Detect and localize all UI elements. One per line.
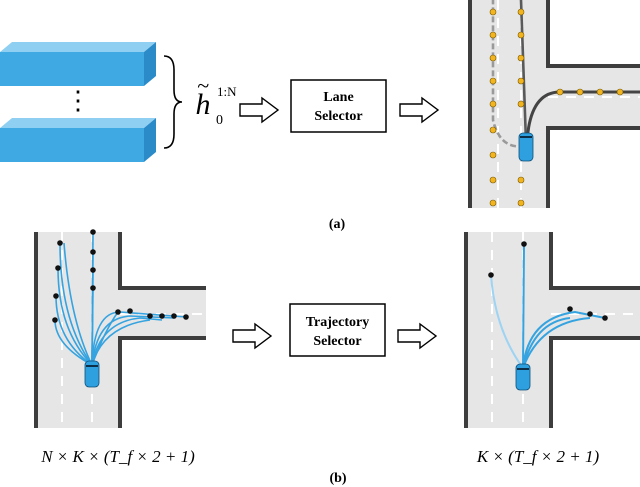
trajectory-selector-label-1: Trajectory: [306, 315, 369, 330]
svg-text:h: h: [196, 88, 211, 121]
vehicle-icon: [515, 363, 531, 391]
curly-brace: [163, 55, 183, 149]
trajectory-selector-box: Trajectory Selector: [289, 303, 386, 357]
arrow-icon: [239, 96, 280, 124]
formula-right: K × (T_f × 2 + 1): [476, 447, 600, 466]
stack-dots: ⋮: [65, 86, 91, 115]
svg-text:1:N: 1:N: [217, 84, 237, 99]
arrow-icon: [232, 322, 273, 350]
feature-block-top: [0, 42, 156, 86]
arrow-icon: [399, 96, 440, 124]
road-scene-candidate-trajectories: [34, 229, 206, 428]
arrow-icon: [397, 322, 438, 350]
feature-label: ~ h 0 1:N: [196, 73, 238, 128]
lane-selector-label-2: Selector: [314, 109, 362, 124]
svg-text:~: ~: [197, 73, 209, 98]
vehicle-icon: [84, 360, 100, 388]
lane-selector-box: Lane Selector: [290, 79, 387, 133]
road-scene-lane-selection: [464, 0, 640, 208]
caption-b: (b): [329, 471, 346, 486]
formula-left: N × K × (T_f × 2 + 1): [40, 447, 195, 466]
vehicle-icon: [518, 132, 534, 162]
caption-a: (a): [329, 217, 346, 232]
road-scene-selected-trajectories: [464, 232, 640, 428]
svg-text:0: 0: [216, 113, 223, 128]
lane-selector-label-1: Lane: [323, 90, 353, 105]
feature-block-bottom: [0, 118, 156, 162]
trajectory-selector-label-2: Selector: [313, 334, 361, 349]
